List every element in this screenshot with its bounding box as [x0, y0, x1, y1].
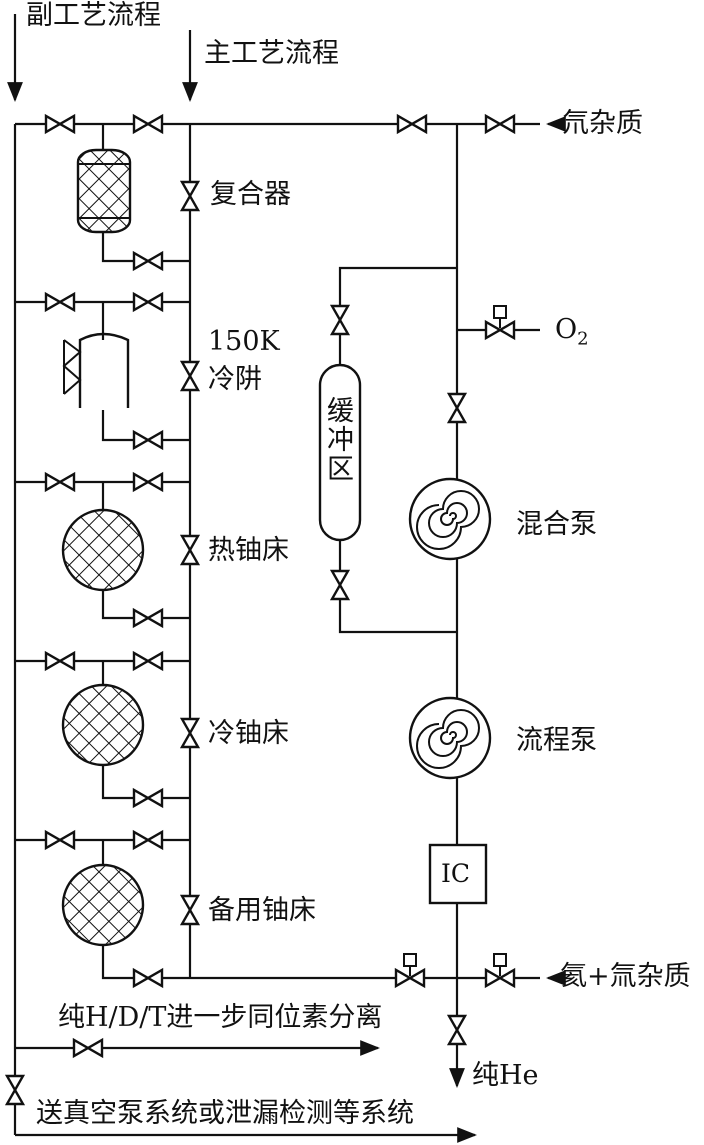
hot-uranium-bed [61, 508, 145, 592]
pure-helium-label: 纯He [472, 1060, 539, 1091]
hdt-separation-label: 纯H/D/T进一步同位素分离 [58, 1002, 383, 1033]
buffer-tank [318, 363, 362, 542]
valves [5, 114, 516, 1106]
cold-trap-vessel [62, 332, 130, 408]
process-pump-label: 流程泵 [516, 725, 597, 756]
spare-uranium-bed [61, 863, 145, 947]
cold-uranium-bed [61, 683, 145, 767]
spare-uranium-bed-label: 备用铀床 [208, 895, 316, 926]
cold-uranium-bed-label: 冷铀床 [208, 718, 289, 749]
hot-uranium-bed-label: 热铀床 [208, 535, 289, 566]
side-process-label: 副工艺流程 [26, 0, 161, 31]
mixing-pump [408, 477, 492, 561]
oxygen-label: O2 [555, 314, 589, 350]
vacuum-system-label: 送真空泵系统或泄漏检测等系统 [36, 1098, 414, 1129]
combiner-vessel [76, 148, 132, 234]
helium-argon-impurity-label: 氦+氚杂质 [560, 961, 691, 992]
ion-chamber-box [428, 843, 488, 905]
argon-impurity-label: 氘杂质 [562, 108, 643, 139]
mixing-pump-label: 混合泵 [516, 509, 597, 540]
cold-trap-label: 冷阱 [208, 364, 262, 395]
ion-chamber-label: IC [441, 859, 471, 888]
cold-trap-temp-label: 150K [208, 326, 280, 357]
combiner-label: 复合器 [210, 179, 291, 210]
main-process-label: 主工艺流程 [204, 38, 339, 69]
buffer-label: 缓冲区 [322, 396, 353, 483]
process-pump [408, 696, 492, 780]
